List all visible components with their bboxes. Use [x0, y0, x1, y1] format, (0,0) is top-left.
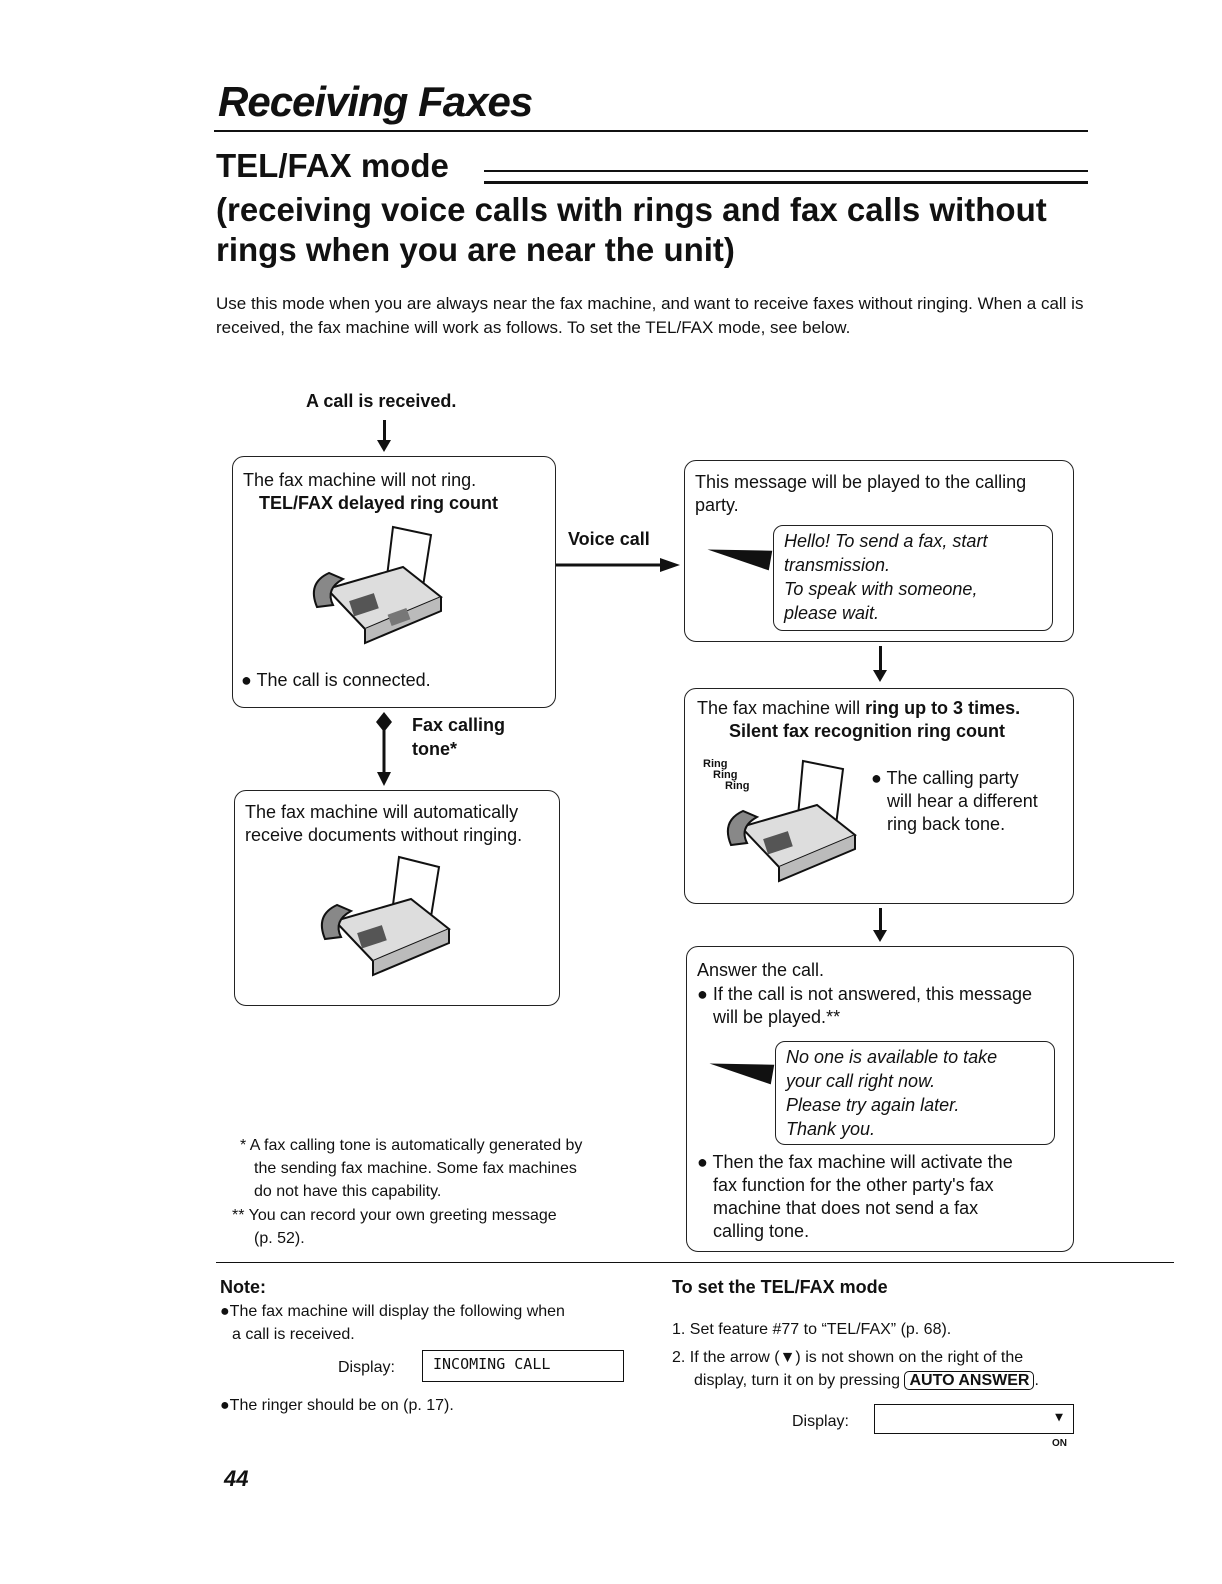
double-arrow-icon	[376, 712, 392, 786]
flow-box-message: This message will be played to the calli…	[684, 460, 1074, 642]
fax-tone-label-2: tone*	[412, 739, 457, 759]
msg-line: No one is available to take	[786, 1047, 998, 1067]
msg-line: your call right now.	[786, 1071, 936, 1091]
box4-line1: The fax machine will ring up to 3 times.	[697, 697, 1069, 720]
box4-line1-a: The fax machine will	[697, 698, 866, 718]
note-line: ●The fax machine will display the follow…	[220, 1303, 565, 1320]
set-mode-heading: To set the TEL/FAX mode	[672, 1277, 888, 1297]
bullet-line: machine that does not send a fax	[713, 1198, 979, 1218]
section-subtitle: (receiving voice calls with rings and fa…	[216, 191, 1047, 268]
title-rule	[214, 130, 1088, 132]
speaker-wedge-icon	[705, 539, 773, 571]
section-divider	[216, 1262, 1174, 1263]
set-mode-step1: 1. Set feature #77 to “TEL/FAX” (p. 68).	[672, 1321, 952, 1338]
note-item-1: ●The fax machine will display the follow…	[220, 1300, 565, 1346]
on-indicator: ON	[1052, 1438, 1067, 1449]
footnote-line: (p. 52).	[254, 1230, 305, 1247]
section-double-rule	[484, 170, 1088, 184]
note-line: a call is received.	[232, 1326, 355, 1343]
box1-line1: The fax machine will not ring.	[243, 470, 477, 490]
footnote-line: the sending fax machine. Some fax machin…	[254, 1160, 577, 1177]
box4-line2: Silent fax recognition ring count	[729, 721, 1006, 741]
bullet-line: calling tone.	[713, 1221, 810, 1241]
arrow-right-icon	[556, 558, 680, 572]
box4-line1-b: ring up to 3 times.	[865, 698, 1021, 718]
ring-word: Ring	[703, 758, 728, 770]
msg-line: To speak with someone,	[784, 579, 978, 599]
fax-machine-icon	[321, 855, 451, 977]
footnote-line: ** You can record your own greeting mess…	[232, 1207, 557, 1224]
speaker-wedge-icon	[707, 1053, 775, 1085]
footnote-line: * A fax calling tone is automatically ge…	[240, 1137, 583, 1154]
box4-bullet: ● The calling party will hear a differen…	[871, 767, 1038, 836]
box5-bullet2: ● Then the fax machine will activate the…	[697, 1151, 1013, 1243]
flow-box-ring-count: The fax machine will ring up to 3 times.…	[684, 688, 1074, 904]
fax-machine-icon	[727, 759, 857, 883]
ring-word: Ring	[713, 769, 738, 781]
msg-line: Please try again later.	[786, 1095, 960, 1115]
box5-bullet1: ● If the call is not answered, this mess…	[697, 983, 1032, 1029]
note-display-label: Display:	[338, 1359, 395, 1376]
msg-line: Thank you.	[786, 1119, 876, 1139]
bullet-line: ring back tone.	[887, 814, 1006, 834]
step2-line: 2. If the arrow (▼) is not shown on the …	[672, 1349, 1024, 1366]
msg-line: please wait.	[784, 603, 880, 623]
bullet-line: ● If the call is not answered, this mess…	[697, 984, 1033, 1004]
arrow-down-icon	[873, 646, 887, 682]
box5-line1: Answer the call.	[697, 960, 825, 980]
box2-text: The fax machine will automatically recei…	[245, 802, 523, 845]
msg-line: transmission.	[784, 555, 891, 575]
arrow-down-icon	[377, 420, 391, 452]
bullet-line: fax function for the other party's fax	[713, 1175, 994, 1195]
msg-line: Hello! To send a fax, start	[784, 531, 988, 551]
footnote-line: do not have this capability.	[254, 1183, 442, 1200]
box1-bullet: ● The call is connected.	[241, 670, 431, 690]
footnote-1: * A fax calling tone is automatically ge…	[240, 1134, 582, 1203]
step2-line: display, turn it on by pressing	[694, 1372, 901, 1389]
set-mode-step2: 2. If the arrow (▼) is not shown on the …	[672, 1346, 1039, 1392]
box3-text: This message will be played to the calli…	[695, 472, 1027, 515]
bullet-line: will hear a different	[887, 791, 1038, 811]
greeting-message: Hello! To send a fax, start transmission…	[773, 525, 1053, 631]
fax-machine-icon	[313, 525, 443, 645]
section-title: TEL/FAX mode	[216, 147, 449, 184]
box1-line2: TEL/FAX delayed ring count	[259, 493, 499, 513]
fax-tone-label-1: Fax calling	[412, 715, 506, 735]
voice-call-label: Voice call	[568, 529, 650, 549]
flow-start: A call is received.	[306, 391, 457, 411]
page-number: 44	[224, 1466, 249, 1491]
bullet-line: ● The calling party	[871, 768, 1019, 788]
page-title: Receiving Faxes	[218, 78, 533, 125]
note-heading: Note:	[220, 1277, 266, 1297]
footnote-2: ** You can record your own greeting mess…	[232, 1204, 557, 1250]
bullet-line: will be played.**	[713, 1007, 841, 1027]
intro-paragraph: Use this mode when you are always near t…	[216, 294, 1084, 337]
unavailable-message: No one is available to take your call ri…	[775, 1041, 1055, 1145]
bullet-line: ● Then the fax machine will activate the	[697, 1152, 1013, 1172]
arrow-down-icon	[873, 908, 887, 942]
lcd-display: ▼	[874, 1404, 1074, 1434]
flow-box-auto-receive: The fax machine will automatically recei…	[234, 790, 560, 1006]
flow-box-not-ring: The fax machine will not ring. TEL/FAX d…	[232, 456, 556, 708]
lcd-display: INCOMING CALL	[422, 1350, 624, 1382]
ring-word: Ring	[725, 780, 750, 792]
note-item-2: ●The ringer should be on (p. 17).	[220, 1397, 454, 1414]
set-mode-display-label: Display:	[792, 1413, 849, 1430]
auto-answer-key: AUTO ANSWER	[904, 1371, 1035, 1390]
flow-box-answer: Answer the call. ● If the call is not an…	[686, 946, 1074, 1252]
ring-sound-icon: Ring Ring Ring	[703, 759, 749, 792]
